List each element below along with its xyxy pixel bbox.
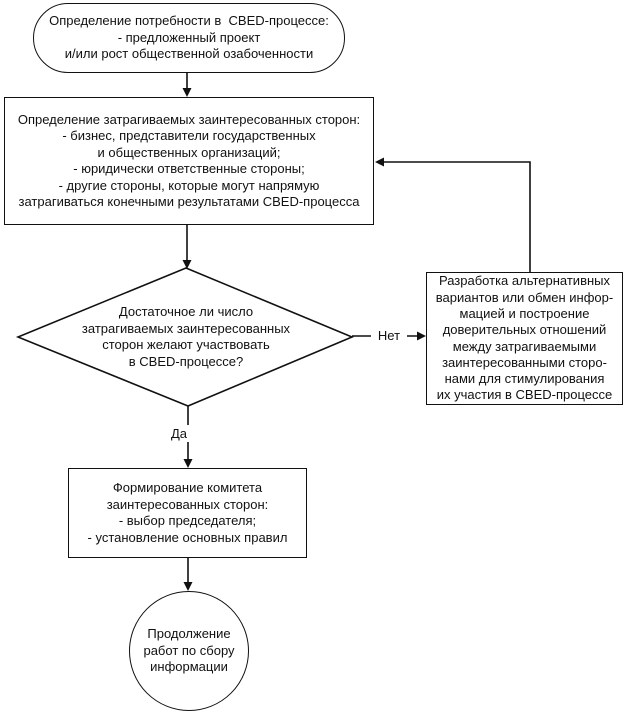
end-terminator: Продолжение работ по сбору информации: [129, 591, 249, 711]
identify-stakeholders-text: Определение затрагиваемых заинтересованн…: [17, 111, 361, 210]
form-committee-text: Формирование комитета заинтересованных с…: [87, 480, 288, 545]
arrowhead-yes-branch: [183, 459, 193, 468]
develop-alternatives-step: Разработка альтернативных вариантов или …: [426, 272, 623, 405]
yes-branch-label: Да: [163, 425, 195, 442]
participation-decision-text: Достаточное ли число затрагиваемых заинт…: [81, 304, 291, 369]
form-committee-step: Формирование комитета заинтересованных с…: [68, 468, 307, 558]
no-branch-label: Нет: [371, 327, 407, 344]
start-terminator-text: Определение потребности в CBED-процессе:…: [49, 13, 329, 62]
participation-decision: Достаточное ли число затрагиваемых заинт…: [30, 275, 342, 399]
decision-diamond-shape: [15, 267, 355, 407]
arrowhead-feedback-loop: [375, 157, 384, 167]
identify-stakeholders-step: Определение затрагиваемых заинтересованн…: [4, 97, 374, 225]
arrowhead-committee-to-end: [183, 582, 193, 591]
arrowhead-start-to-identify: [182, 88, 192, 97]
connector-feedback-loop: [382, 161, 531, 272]
start-terminator: Определение потребности в CBED-процессе:…: [33, 3, 345, 73]
arrowhead-identify-to-decision: [182, 260, 192, 269]
develop-alternatives-text: Разработка альтернативных вариантов или …: [435, 273, 614, 403]
end-terminator-text: Продолжение работ по сбору информации: [143, 626, 235, 675]
arrowhead-no-branch: [417, 331, 426, 341]
